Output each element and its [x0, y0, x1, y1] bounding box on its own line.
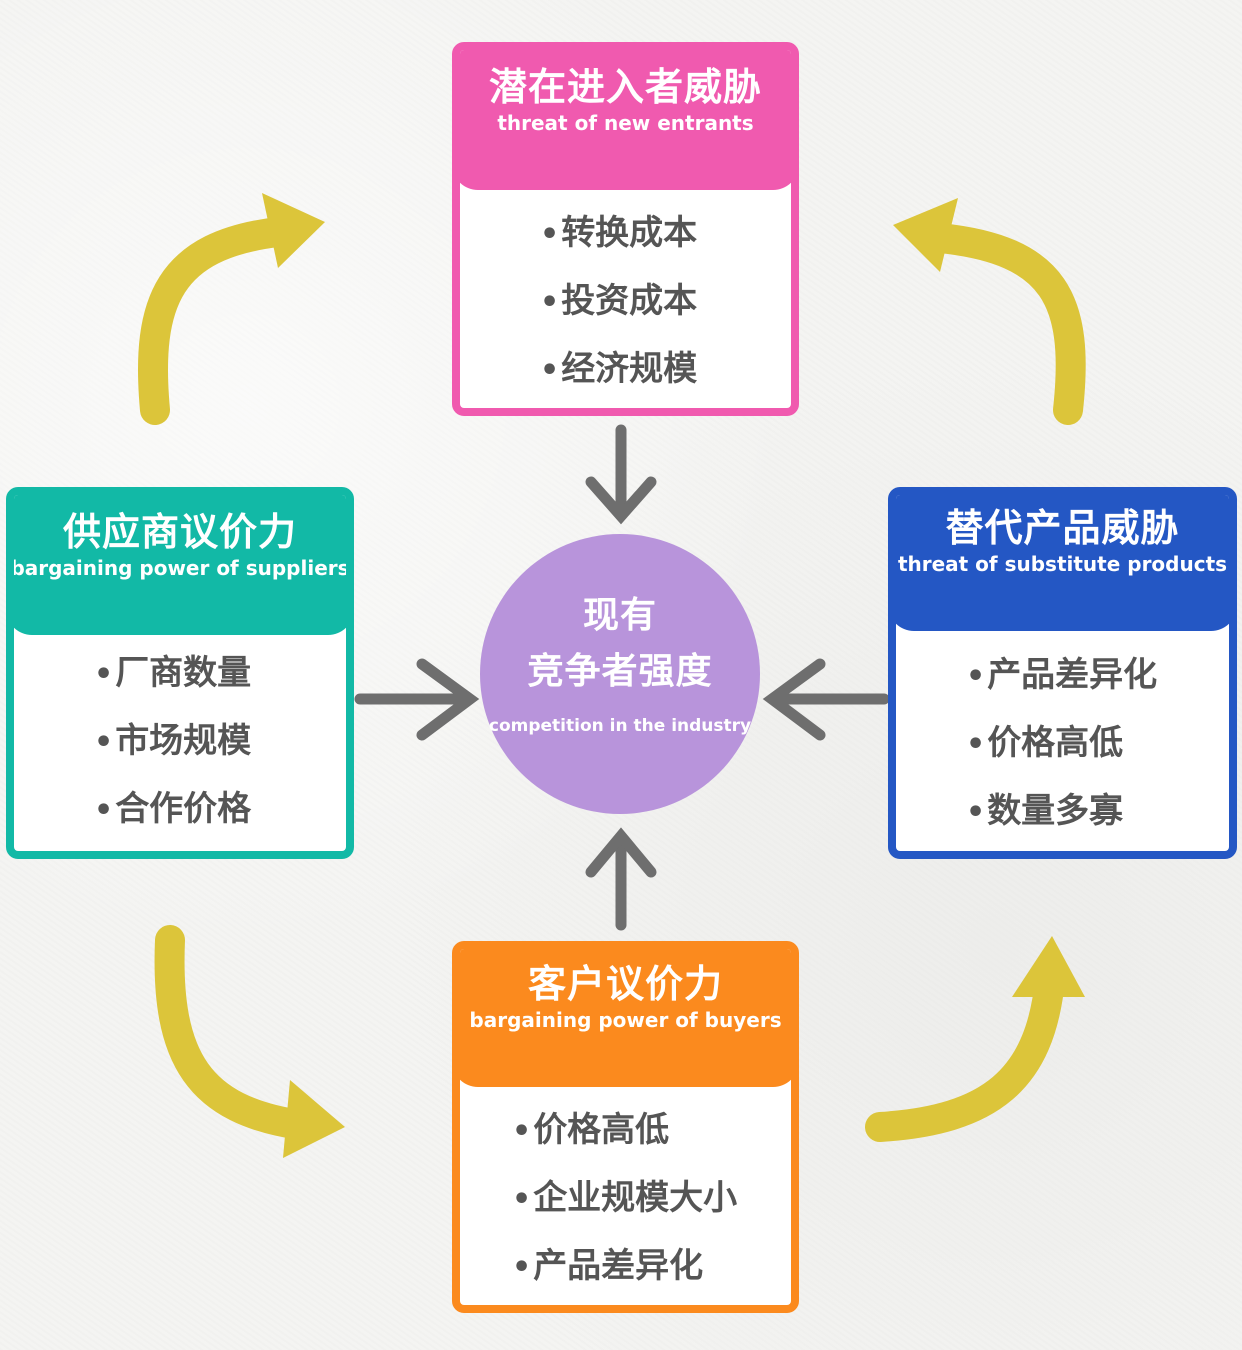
bullet-icon: • — [966, 659, 986, 694]
inward-arrow-from-right — [762, 658, 890, 741]
bullet-icon: • — [966, 727, 986, 762]
card-bargaining-power-of-buyers: 客户议价力 bargaining power of buyers •价格高低 •… — [452, 941, 799, 1313]
list-item: •产品差异化 — [512, 1246, 704, 1286]
list-item: •企业规模大小 — [512, 1178, 738, 1218]
card-threat-of-substitute-products: 替代产品威胁 threat of substitute products •产品… — [888, 487, 1237, 859]
list-item: •产品差异化 — [966, 655, 1158, 695]
list-item: •转换成本 — [540, 213, 698, 253]
bullet-icon: • — [94, 657, 114, 692]
card-header: 潜在进入者威胁 threat of new entrants — [460, 50, 791, 190]
bullet-icon: • — [512, 1114, 532, 1149]
card-subtitle: bargaining power of suppliers — [10, 556, 350, 580]
card-header: 供应商议价力 bargaining power of suppliers — [10, 495, 350, 635]
list-item: •价格高低 — [512, 1110, 670, 1150]
inward-arrow-from-left — [354, 658, 480, 741]
bullet-icon: • — [540, 285, 560, 320]
card-title: 替代产品威胁 — [945, 506, 1180, 550]
card-title: 客户议价力 — [527, 962, 723, 1006]
cycle-arrow-top-left — [138, 193, 325, 425]
center-subtitle: competition in the industry — [488, 716, 752, 736]
factor-list: •产品差异化 •价格高低 •数量多寡 — [896, 642, 1229, 846]
inward-arrow-from-top — [585, 424, 657, 525]
center-title-line2: 竞争者强度 — [527, 651, 713, 692]
bullet-icon: • — [540, 353, 560, 388]
center-title-line1: 现有 — [582, 595, 657, 636]
factor-list: •厂商数量 •市场规模 •合作价格 — [14, 640, 346, 844]
bullet-icon: • — [512, 1182, 532, 1217]
list-item: •市场规模 — [94, 721, 252, 761]
card-header: 替代产品威胁 threat of substitute products — [896, 495, 1229, 631]
card-threat-of-new-entrants: 潜在进入者威胁 threat of new entrants •转换成本 •投资… — [452, 42, 799, 416]
list-item: •数量多寡 — [966, 791, 1124, 831]
factor-list: •转换成本 •投资成本 •经济规模 — [460, 200, 791, 404]
factor-list: •价格高低 •企业规模大小 •产品差异化 — [460, 1097, 791, 1301]
card-title: 潜在进入者威胁 — [488, 65, 762, 109]
card-subtitle: threat of new entrants — [497, 111, 754, 135]
list-item: •合作价格 — [94, 789, 252, 829]
bullet-icon: • — [94, 725, 114, 760]
list-item: •价格高低 — [966, 723, 1124, 763]
bullet-icon: • — [94, 793, 114, 828]
bullet-icon: • — [512, 1250, 532, 1285]
list-item: •投资成本 — [540, 281, 698, 321]
card-bargaining-power-of-suppliers: 供应商议价力 bargaining power of suppliers •厂商… — [6, 487, 354, 859]
card-header: 客户议价力 bargaining power of buyers — [460, 949, 791, 1087]
bullet-icon: • — [540, 217, 560, 252]
center-competition-circle: 现有 竞争者强度 competition in the industry — [480, 534, 760, 814]
cycle-arrow-top-right — [893, 198, 1086, 425]
bullet-icon: • — [966, 795, 986, 830]
list-item: •经济规模 — [540, 349, 698, 389]
card-subtitle: threat of substitute products — [897, 552, 1228, 576]
card-subtitle: bargaining power of buyers — [469, 1008, 782, 1032]
list-item: •厂商数量 — [94, 653, 252, 693]
inward-arrow-from-bottom — [585, 827, 657, 931]
card-title: 供应商议价力 — [62, 510, 297, 554]
cycle-arrow-bottom-right — [865, 936, 1085, 1142]
cycle-arrow-bottom-left — [154, 925, 345, 1158]
